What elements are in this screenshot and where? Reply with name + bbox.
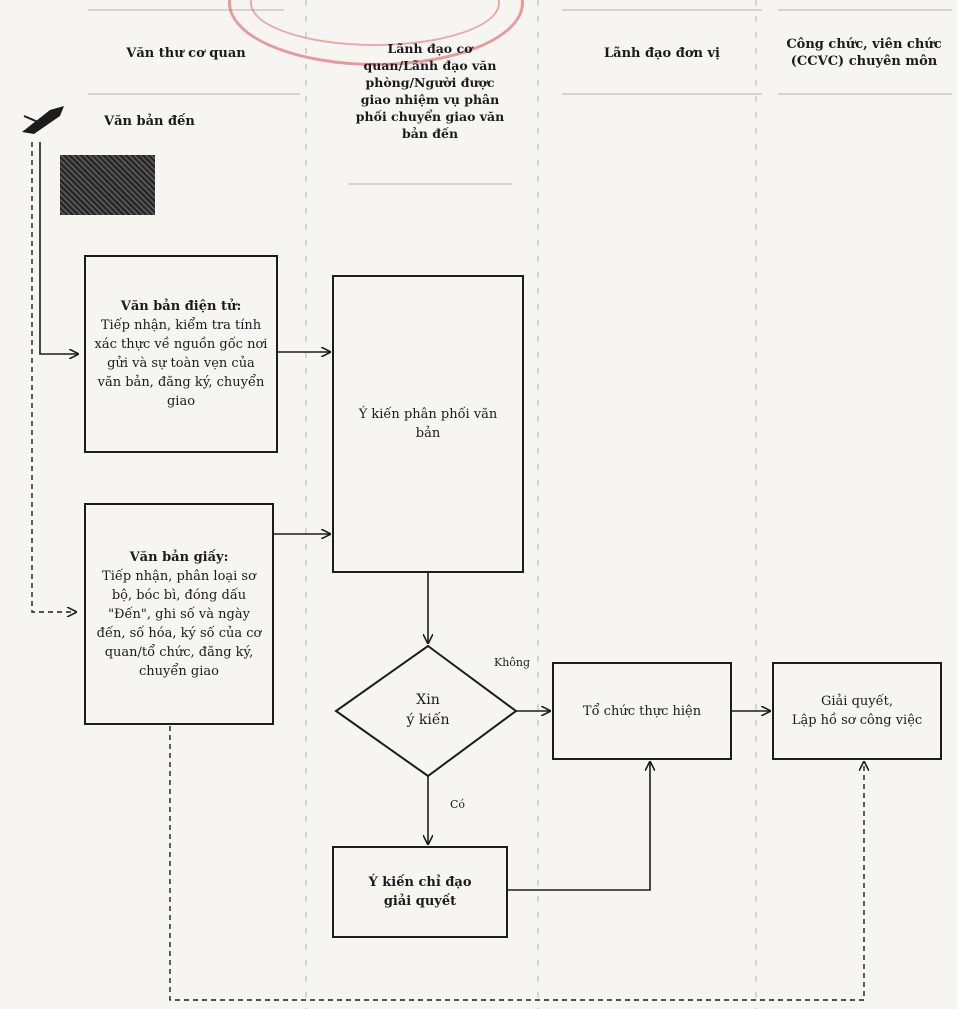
start-label: Văn bản đến: [104, 114, 195, 129]
paper-body: Tiếp nhận, phân loại sơ bộ, bóc bì, đóng…: [96, 568, 262, 679]
header-col4: Công chức, viên chức (CCVC) chuyên môn: [786, 37, 942, 69]
electronic-document-box: Văn bản điện tử: Tiếp nhận, kiểm tra tín…: [84, 255, 278, 453]
decision-text: Xin ý kiến: [368, 690, 488, 730]
header-col3: Lãnh đạo đơn vị: [604, 45, 720, 61]
edge-label-yes: Có: [450, 798, 466, 811]
implement-box: Tổ chức thực hiện: [552, 662, 732, 760]
distribution-text: Ý kiến phân phối văn bản: [358, 407, 498, 441]
electronic-body: Tiếp nhận, kiểm tra tính xác thực về ngu…: [94, 318, 268, 409]
decision-line1: Xin: [416, 692, 440, 708]
scan-smudge: [60, 155, 155, 215]
electronic-title: Văn bản điện tử:: [120, 299, 242, 314]
distribution-opinion-box: Ý kiến phân phối văn bản: [332, 275, 524, 573]
resolve-box: Giải quyết, Lập hồ sơ công việc: [772, 662, 942, 760]
decision-line2: ý kiến: [406, 712, 450, 728]
paper-document-box: Văn bản giấy: Tiếp nhận, phân loại sơ bộ…: [84, 503, 274, 725]
direction-text: Ý kiến chỉ đạo giải quyết: [368, 875, 472, 909]
resolve-line2: Lập hồ sơ công việc: [791, 713, 923, 728]
paper-title: Văn bản giấy:: [129, 549, 229, 565]
incoming-document-icon: [20, 102, 66, 136]
resolve-line1: Giải quyết,: [821, 694, 893, 709]
header-col2: Lãnh đạo cơ quan/Lãnh đạo văn phòng/Ngườ…: [355, 41, 505, 141]
header-col1: Văn thư cơ quan: [126, 45, 246, 61]
edge-label-no: Không: [494, 656, 531, 669]
direction-box: Ý kiến chỉ đạo giải quyết: [332, 846, 508, 938]
implement-text: Tổ chức thực hiện: [582, 703, 702, 719]
